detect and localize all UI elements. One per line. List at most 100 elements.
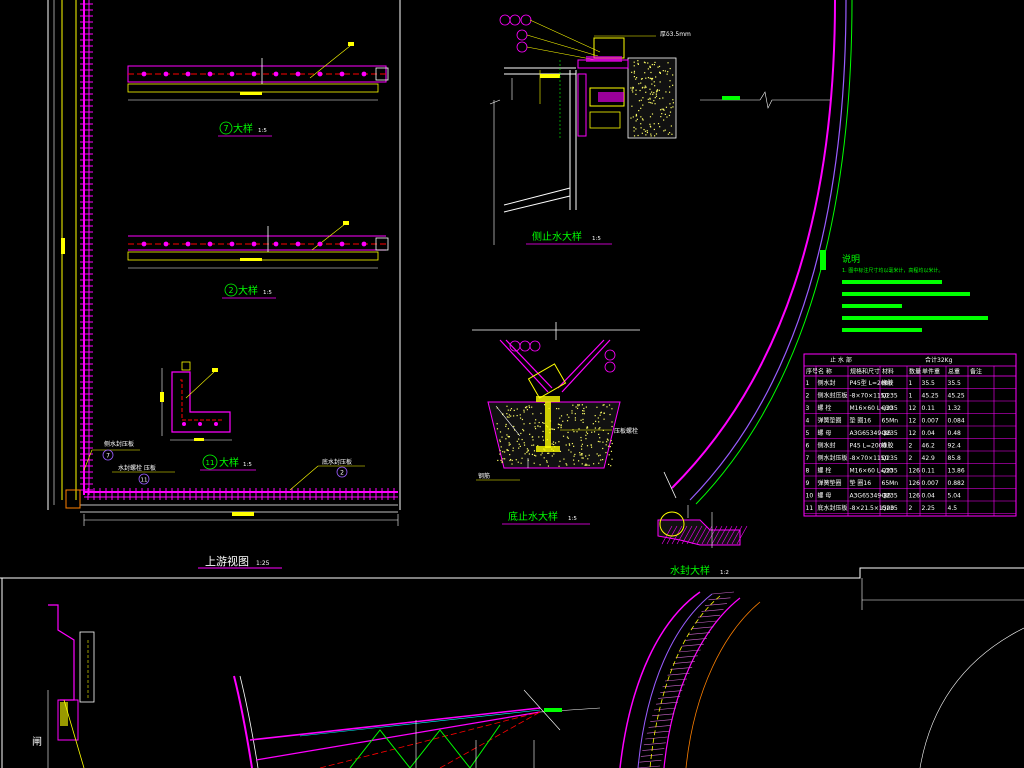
table-cell: 2 xyxy=(909,505,913,512)
table-cell: M16×60 L=30 xyxy=(850,468,894,475)
table-cell: 0.04 xyxy=(922,430,936,437)
table-header-cell: 备注 xyxy=(970,368,982,376)
detail-2-title: 大样 xyxy=(238,284,258,297)
table-cell: 126 xyxy=(909,468,921,475)
table-cell: 65Mn xyxy=(882,418,899,425)
upstream-view-scale: 1:25 xyxy=(256,560,270,567)
table-cell: 45.25 xyxy=(922,393,939,400)
table-cell: 2 xyxy=(909,443,913,450)
thickness-note: 厚δ3.5mm xyxy=(660,31,691,38)
side-seal-scale: 1:5 xyxy=(592,236,601,242)
table-title-right: 合计32Kg xyxy=(925,356,953,364)
lower-elevation: 闸 xyxy=(32,591,1024,768)
table-cell: 垫 圈16 xyxy=(850,417,872,425)
table-cell: Q235 xyxy=(882,493,898,500)
bottom-anchor-note: 钢筋 xyxy=(478,472,490,480)
table-cell: 11 xyxy=(806,505,814,512)
table-cell: -8×70×1150 xyxy=(850,455,889,462)
table-cell: 0.04 xyxy=(922,493,936,500)
table-cell: 螺 栓 xyxy=(818,404,832,412)
table-header-cell: 规格和尺寸 xyxy=(850,368,880,376)
table-cell: 65Mn xyxy=(882,480,899,487)
table-cell: 46.2 xyxy=(922,443,936,450)
table-cell: 1 xyxy=(909,393,913,400)
table-cell: 0.882 xyxy=(948,480,965,487)
table-cell: 0.007 xyxy=(922,418,939,425)
table-cell: 侧水封 xyxy=(818,379,836,387)
upstream-view-title: 上游视图 xyxy=(205,554,249,568)
table-cell: 橡胶 xyxy=(882,442,894,450)
dimension-marker xyxy=(61,238,65,254)
table-cell: 2.25 xyxy=(922,505,936,512)
leader-seal-screw: 水封螺栓 压板 xyxy=(118,464,156,472)
detail-11-title: 大样 xyxy=(219,456,239,469)
table-cell: -8×21.5×1500 xyxy=(850,505,895,512)
table-cell: 3 xyxy=(806,405,810,412)
callout-2-text: 2 xyxy=(340,470,344,477)
table-cell: Q235 xyxy=(882,393,898,400)
table-cell: 0.48 xyxy=(948,430,962,437)
table-cell: 底水封压板 xyxy=(818,504,848,512)
table-cell: 0.007 xyxy=(922,480,939,487)
table-header-cell: 序号 xyxy=(806,368,818,376)
table-header-cell: 单件重 xyxy=(922,368,940,376)
side-seal-title: 侧止水大样 xyxy=(532,230,582,243)
table-cell: 1.32 xyxy=(948,405,962,412)
seal-detail-scale: 1:2 xyxy=(720,570,729,576)
bottom-seal-bolts xyxy=(87,488,395,500)
bottom-seal-title: 底止水大样 xyxy=(508,510,558,523)
table-cell: 92.4 xyxy=(948,443,962,450)
table-cell: 4.5 xyxy=(948,505,958,512)
table-cell: 4 xyxy=(806,418,810,425)
table-cell: Q235 xyxy=(882,430,898,437)
table-cell: A3G65349-86 xyxy=(850,430,892,437)
detail-7: 7 大样 1:5 xyxy=(127,42,389,137)
table-cell: 12 xyxy=(909,430,917,437)
table-header-cell: 材料 xyxy=(882,368,894,376)
table-cell: 侧水封压板 xyxy=(818,454,848,462)
table-cell: 9 xyxy=(806,480,810,487)
table-cell: 12 xyxy=(909,418,917,425)
table-cell: 85.8 xyxy=(948,455,962,462)
table-cell: A3G65349-86 xyxy=(850,493,892,500)
upstream-view: 侧水封压板 7 水封螺栓 压板 11 底水封压板 2 上游视图 1:25 xyxy=(47,0,401,569)
gate-label: 闸 xyxy=(32,735,42,748)
table-cell: 侧水封压板 xyxy=(818,392,848,400)
detail-7-scale: 1:5 xyxy=(258,128,267,134)
table-title-left: 止 水 部 xyxy=(830,356,852,364)
table-cell: 螺 母 xyxy=(818,492,832,500)
detail-11: 11 大样 1:5 xyxy=(160,361,256,471)
table-cell: 7 xyxy=(806,455,810,462)
left-seal-bolts xyxy=(80,3,93,491)
table-cell: Q235 xyxy=(882,405,898,412)
table-cell: 35.5 xyxy=(922,380,936,387)
table-cell: 1 xyxy=(806,380,810,387)
detail-7-title: 大样 xyxy=(233,122,253,135)
table-cell: 2 xyxy=(909,455,913,462)
table-cell: 0.11 xyxy=(922,405,936,412)
table-cell: 45.25 xyxy=(948,393,965,400)
notes-block: 说明 1. 图中标注尺寸均以毫米计，高程均以米计。 xyxy=(842,253,988,332)
callout-circle-7 xyxy=(102,449,114,461)
table-cell: 8 xyxy=(806,468,810,475)
table-cell: 弹簧垫圈 xyxy=(818,417,842,425)
table-cell: 5.04 xyxy=(948,493,962,500)
detail-11-scale: 1:5 xyxy=(243,462,252,468)
notes-title: 说明 xyxy=(842,253,860,265)
table-cell: 6 xyxy=(806,443,810,450)
table-cell: 10 xyxy=(806,493,814,500)
table-cell: 弹簧垫圈 xyxy=(818,479,842,487)
table-cell: 侧水封 xyxy=(818,442,836,450)
table-cell: 35.5 xyxy=(948,380,962,387)
callout-7-text: 7 xyxy=(106,453,110,460)
table-cell: 5 xyxy=(806,430,810,437)
bottom-seal-detail: 压板螺栓 钢筋 底止水大样 1:5 xyxy=(472,322,640,525)
side-seal-detail: 厚δ3.5mm 侧止水大样 1:5 xyxy=(489,14,691,245)
leader-side-seal: 侧水封压板 xyxy=(104,440,134,448)
table-cell: Q235 xyxy=(882,455,898,462)
table-cell: 42.9 xyxy=(922,455,936,462)
detail-2-number: 2 xyxy=(228,286,233,295)
